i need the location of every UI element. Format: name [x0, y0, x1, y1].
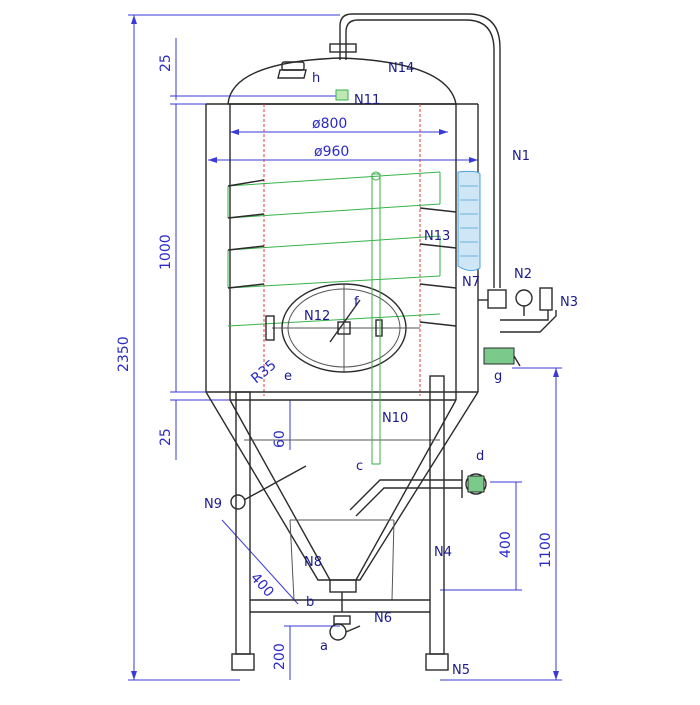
label-a: a [320, 639, 328, 654]
dim-1000: 1000 [158, 234, 174, 270]
spray-ball-n11 [335, 89, 349, 101]
label-n3: N3 [560, 295, 578, 310]
label-c: c [356, 459, 363, 474]
label-n13: N13 [424, 229, 450, 244]
side-manhole-n12 [265, 283, 420, 373]
label-e: e [284, 369, 292, 384]
dim-400-right: 400 [498, 531, 514, 558]
thermowell-n10 [371, 171, 381, 465]
bottom-outlet [329, 615, 361, 641]
label-n6: N6 [374, 611, 392, 626]
label-n2: N2 [514, 267, 532, 282]
label-n1: N1 [512, 149, 530, 164]
dim-r35: R35 [248, 357, 279, 387]
sample-valve-n9 [230, 465, 307, 510]
dim-25-top: 25 [158, 54, 174, 72]
dim-60: 60 [272, 430, 288, 448]
label-n5: N5 [452, 663, 470, 678]
legs [231, 375, 449, 671]
dim-200: 200 [272, 643, 288, 670]
label-b: b [306, 595, 314, 610]
tank-body [205, 57, 479, 612]
label-n12: N12 [304, 309, 330, 324]
label-h: h [312, 71, 320, 86]
dim-960: ø960 [314, 144, 349, 160]
dim-800: ø800 [312, 116, 347, 132]
dim-2350: 2350 [116, 336, 132, 372]
label-f: f [354, 295, 359, 310]
label-d: d [476, 449, 484, 464]
cooling-jacket [227, 171, 457, 327]
top-manhole [277, 61, 307, 79]
label-n10: N10 [382, 411, 408, 426]
dim-400-diagonal: 400 [247, 570, 277, 601]
insulation-panel [457, 170, 481, 272]
racking-arm [349, 470, 487, 517]
label-n11: N11 [354, 93, 380, 108]
label-n4: N4 [434, 545, 452, 560]
pipe-n1 [329, 13, 507, 309]
label-n8: N8 [304, 555, 322, 570]
label-n9: N9 [204, 497, 222, 512]
fittings-right [483, 287, 557, 367]
dim-25-mid: 25 [158, 428, 174, 446]
dim-1100: 1100 [538, 532, 554, 568]
label-n7: N7 [462, 275, 480, 290]
label-n14: N14 [388, 61, 414, 76]
label-g: g [494, 369, 502, 384]
